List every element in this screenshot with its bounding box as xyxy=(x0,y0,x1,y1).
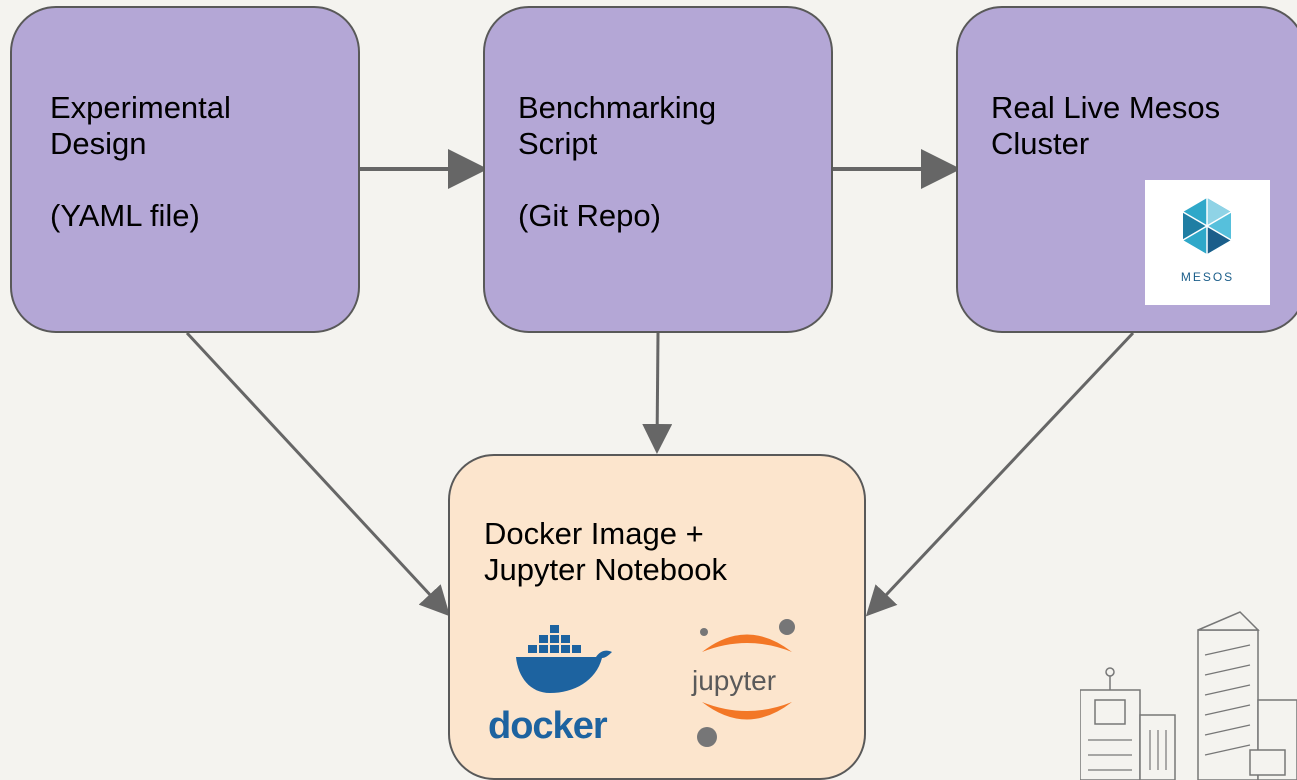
mesos-logo-text: MESOS xyxy=(1180,270,1235,284)
docker-jupyter-label: Docker Image + Jupyter Notebook xyxy=(484,516,727,587)
jupyter-logo-icon xyxy=(697,619,795,747)
experimental-design-box: Experimental Design (YAML file) xyxy=(10,6,360,333)
mesos-hexagon-icon xyxy=(1182,198,1232,254)
experimental-design-label: Experimental Design (YAML file) xyxy=(50,90,231,233)
docker-logo-text: docker xyxy=(488,705,608,747)
arrow-benchmarking-to-docker xyxy=(642,332,673,454)
city-buildings-illustration xyxy=(1080,611,1297,780)
benchmarking-script-label: Benchmarking Script (Git Repo) xyxy=(518,90,717,233)
docker-whale-icon xyxy=(516,625,612,693)
mesos-cluster-label: Real Live Mesos Cluster xyxy=(991,90,1221,161)
arrow-mesos-to-docker xyxy=(865,331,1135,617)
mesos-logo: MESOS xyxy=(1145,180,1270,305)
benchmarking-script-box: Benchmarking Script (Git Repo) xyxy=(483,6,833,333)
docker-jupyter-box: Docker Image + Jupyter Notebook xyxy=(448,454,866,780)
jupyter-logo-text: jupyter xyxy=(692,665,777,696)
arrow-experimental-to-docker xyxy=(185,331,451,617)
